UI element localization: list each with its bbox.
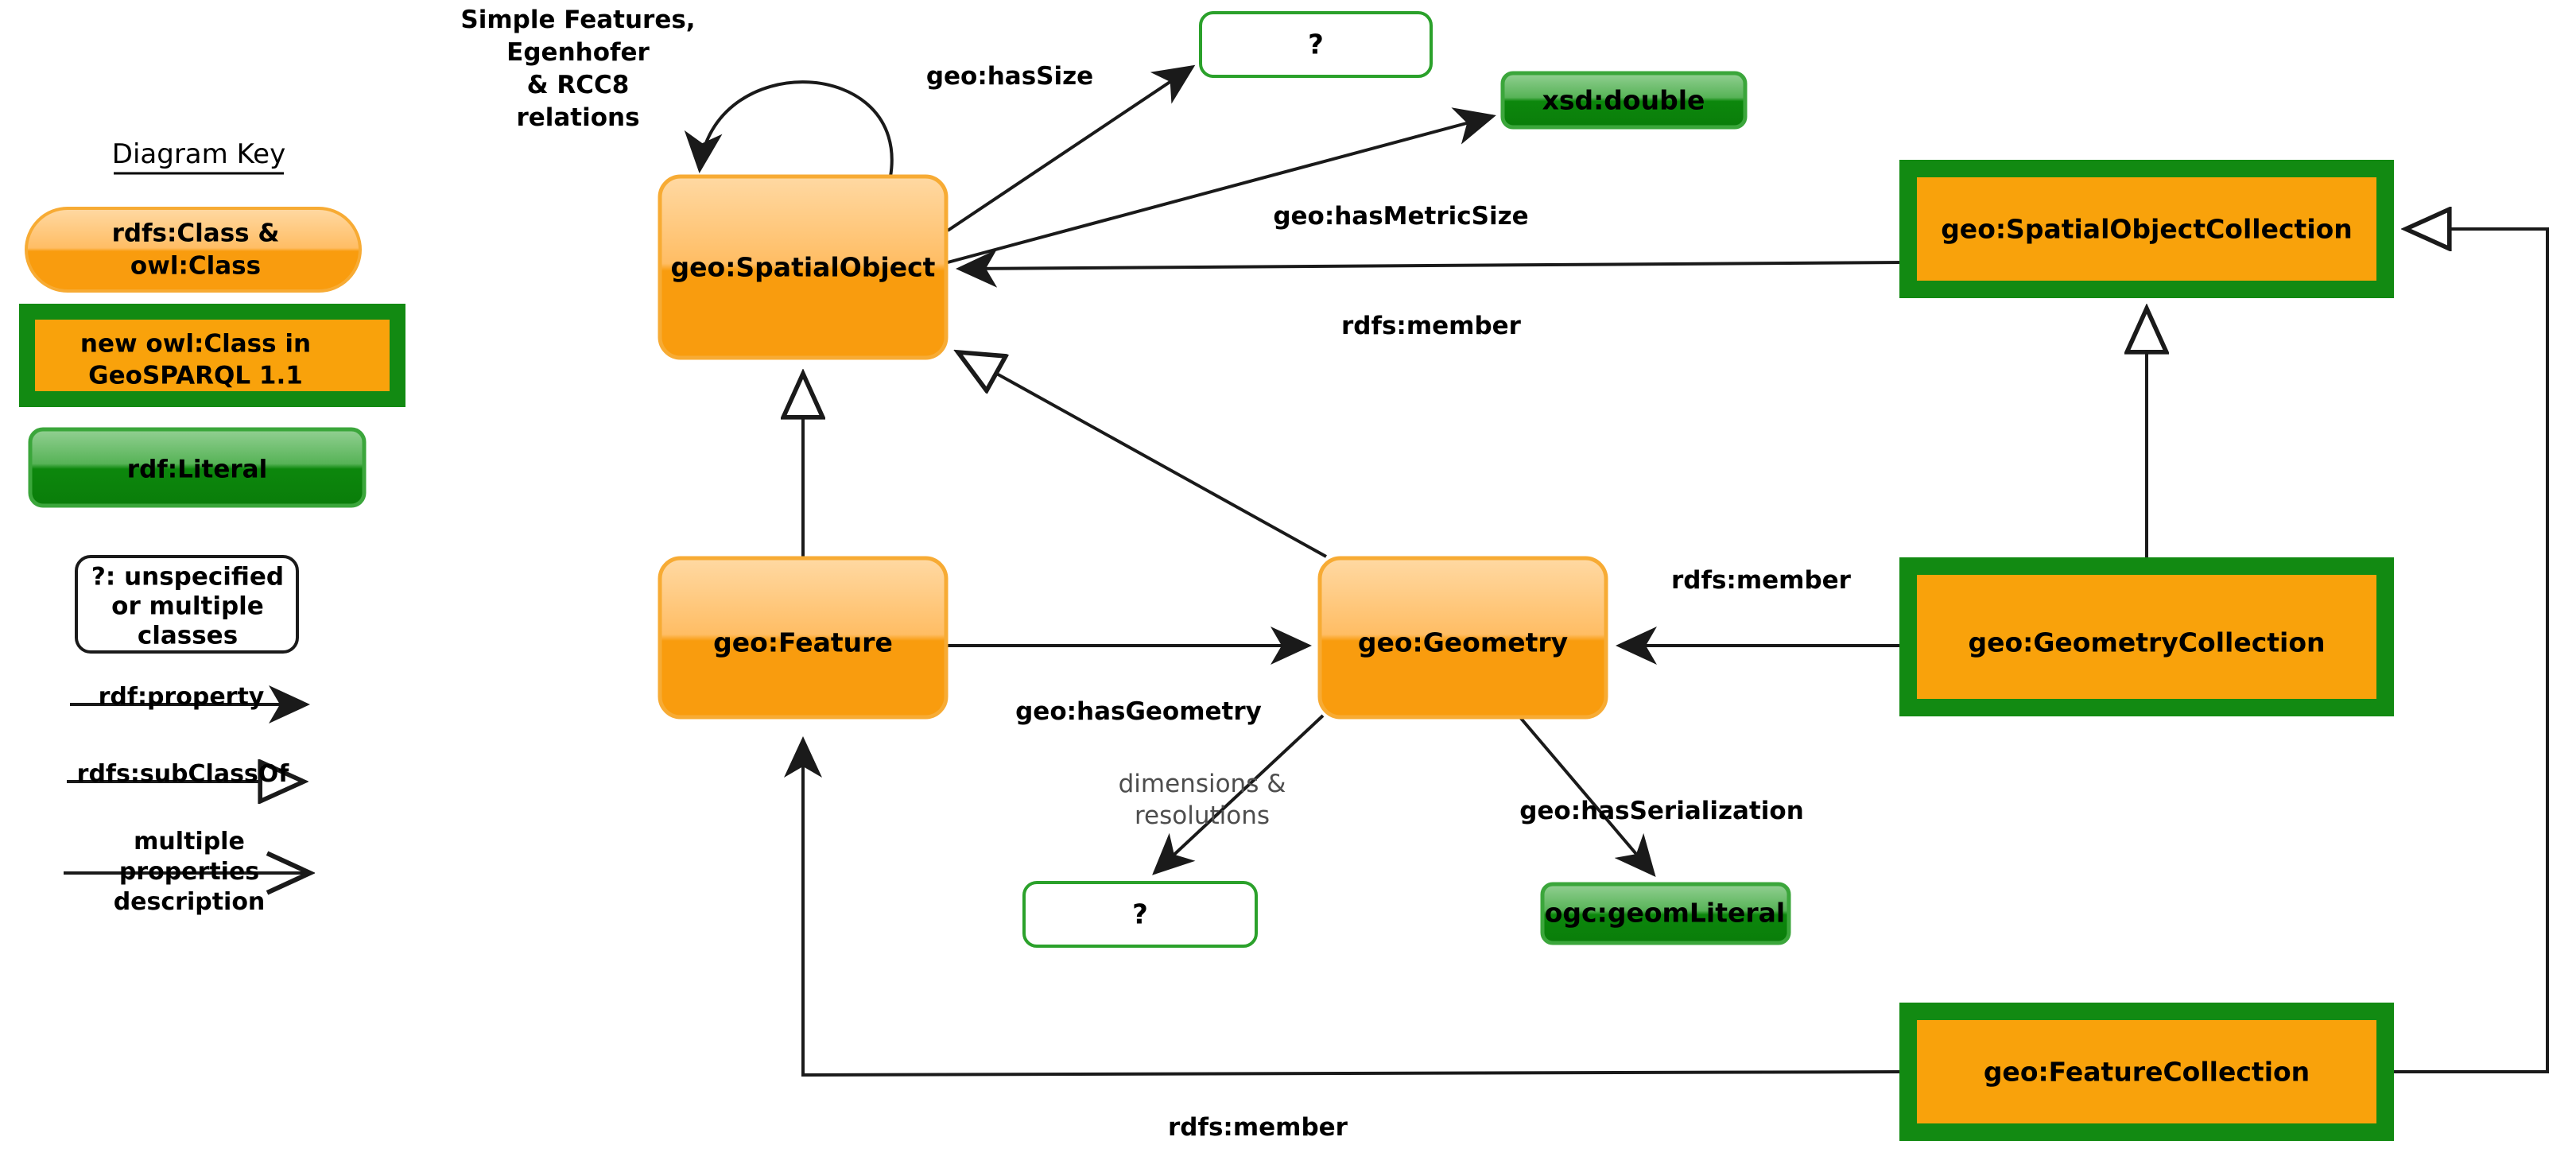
- self-loop-note-line2: Egenhofer: [506, 38, 650, 67]
- legend-item-new-owl-class-shape: [19, 304, 405, 407]
- legend-edge-multiple-properties-line2: properties: [119, 858, 259, 886]
- legend-item-unspecified: ?: unspecified or multiple classes: [75, 555, 299, 654]
- edge-label-has-geometry: geo:hasGeometry: [1015, 697, 1262, 726]
- edge-has-serialization: [1517, 714, 1656, 878]
- edge-label-dimensions-line2: resolutions: [1135, 801, 1270, 830]
- edge-labels-group: geo:hasSize geo:hasMetricSize rdfs:membe…: [926, 62, 1852, 1142]
- node-unspecified-dimensions-box[interactable]: [1022, 881, 1258, 948]
- node-geometry-collection[interactable]: geo:GeometryCollection: [1899, 557, 2394, 716]
- legend-title: Diagram Key: [112, 138, 285, 170]
- node-spatial-object-box[interactable]: [658, 174, 949, 360]
- edge-fc-subclassof-soc: [2388, 229, 2549, 1073]
- edge-has-metric-size: [947, 107, 1496, 264]
- node-unspecified-size-label: ?: [1308, 29, 1324, 61]
- edge-label-soc-member: rdfs:member: [1341, 312, 1522, 340]
- edge-fc-member-feature: [784, 736, 1906, 1077]
- legend-item-new-owl-class: new owl:Class in GeoSPARQL 1.1: [19, 304, 405, 407]
- node-spatial-object[interactable]: geo:SpatialObject: [658, 174, 949, 360]
- edge-dimensions-resolutions: [1152, 714, 1325, 875]
- legend-edge-rdfs-subclassof: rdfs:subClassOf: [67, 760, 304, 788]
- node-feature[interactable]: geo:Feature: [658, 556, 949, 720]
- node-geometry-collection-label: geo:GeometryCollection: [1968, 627, 2325, 658]
- edge-has-size: [946, 64, 1196, 232]
- legend-item-unspecified-shape: [75, 555, 299, 654]
- node-unspecified-dimensions[interactable]: ?: [1022, 881, 1258, 948]
- edge-geometry-subclassof-spatial-object: [958, 352, 1327, 558]
- edge-spatial-object-self-loop: [684, 80, 894, 177]
- legend-item-new-owl-class-line2: GeoSPARQL 1.1: [88, 362, 303, 390]
- legend-item-rdfs-owl-class-line2: owl:Class: [130, 252, 261, 281]
- node-ogc-geom-literal-label: ogc:geomLiteral: [1545, 898, 1785, 929]
- node-xsd-double[interactable]: xsd:double: [1500, 71, 1748, 130]
- node-spatial-object-collection[interactable]: geo:SpatialObjectCollection: [1899, 160, 2394, 298]
- node-feature-box[interactable]: [658, 556, 949, 720]
- legend-edge-rdfs-subclassof-label: rdfs:subClassOf: [77, 760, 290, 788]
- legend: Diagram Key rdfs:Class & owl:Class new o…: [19, 138, 405, 916]
- legend-item-rdfs-owl-class-line1: rdfs:Class &: [112, 219, 280, 248]
- node-geometry[interactable]: geo:Geometry: [1317, 556, 1608, 720]
- node-spatial-object-label: geo:SpatialObject: [671, 252, 936, 283]
- node-xsd-double-box[interactable]: [1500, 71, 1748, 130]
- edge-label-has-metric-size: geo:hasMetricSize: [1273, 202, 1528, 231]
- node-xsd-double-label: xsd:double: [1542, 85, 1705, 116]
- legend-item-unspecified-line3: classes: [138, 622, 238, 650]
- legend-item-rdf-literal: rdf:Literal: [28, 427, 367, 508]
- edge-label-has-size: geo:hasSize: [926, 62, 1093, 91]
- self-loop-note-line4: relations: [516, 103, 639, 132]
- legend-item-rdf-literal-label: rdf:Literal: [127, 456, 267, 484]
- legend-item-rdf-literal-shape: [28, 427, 367, 508]
- node-geometry-box[interactable]: [1317, 556, 1608, 720]
- node-ogc-geom-literal-box[interactable]: [1540, 882, 1791, 945]
- legend-item-unspecified-line2: or multiple: [111, 592, 264, 621]
- node-unspecified-dimensions-label: ?: [1132, 899, 1148, 931]
- self-loop-annotation: Simple Features, Egenhofer & RCC8 relati…: [460, 6, 695, 132]
- node-feature-collection-label: geo:FeatureCollection: [1984, 1057, 2310, 1088]
- node-feature-collection[interactable]: geo:FeatureCollection: [1899, 1003, 2394, 1141]
- legend-edge-multiple-properties-line3: description: [114, 888, 266, 916]
- node-spatial-object-collection-box[interactable]: [1899, 160, 2394, 298]
- node-unspecified-size-box[interactable]: [1199, 11, 1433, 78]
- edges-group: [684, 64, 2549, 1077]
- node-geometry-label: geo:Geometry: [1358, 627, 1568, 658]
- node-feature-collection-box[interactable]: [1899, 1003, 2394, 1141]
- legend-edge-multiple-properties: multiple properties description: [64, 828, 310, 916]
- legend-edge-rdf-property: rdf:property: [70, 683, 310, 724]
- self-loop-note-line1: Simple Features,: [460, 6, 695, 34]
- self-loop-note-line3: & RCC8: [527, 71, 630, 99]
- edge-label-dimensions-line1: dimensions &: [1119, 770, 1286, 798]
- node-spatial-object-collection-label: geo:SpatialObjectCollection: [1941, 214, 2353, 245]
- node-ogc-geom-literal[interactable]: ogc:geomLiteral: [1540, 882, 1791, 945]
- node-unspecified-size[interactable]: ?: [1199, 11, 1433, 78]
- node-feature-label: geo:Feature: [713, 627, 893, 658]
- legend-item-new-owl-class-line1: new owl:Class in: [80, 330, 311, 359]
- edge-soc-member-spatial-object: [956, 249, 1906, 288]
- node-geometry-collection-box[interactable]: [1899, 557, 2394, 716]
- legend-item-unspecified-line1: ?: unspecified: [91, 563, 284, 592]
- edge-label-gc-member: rdfs:member: [1671, 566, 1852, 595]
- edge-label-has-serialization: geo:hasSerialization: [1519, 797, 1804, 825]
- edge-label-fc-member: rdfs:member: [1168, 1113, 1348, 1142]
- legend-edge-rdf-property-label: rdf:property: [99, 683, 265, 711]
- legend-item-rdfs-owl-class-shape: [25, 207, 362, 293]
- legend-item-rdfs-owl-class: rdfs:Class & owl:Class: [25, 207, 362, 293]
- legend-edge-multiple-properties-line1: multiple: [134, 828, 245, 856]
